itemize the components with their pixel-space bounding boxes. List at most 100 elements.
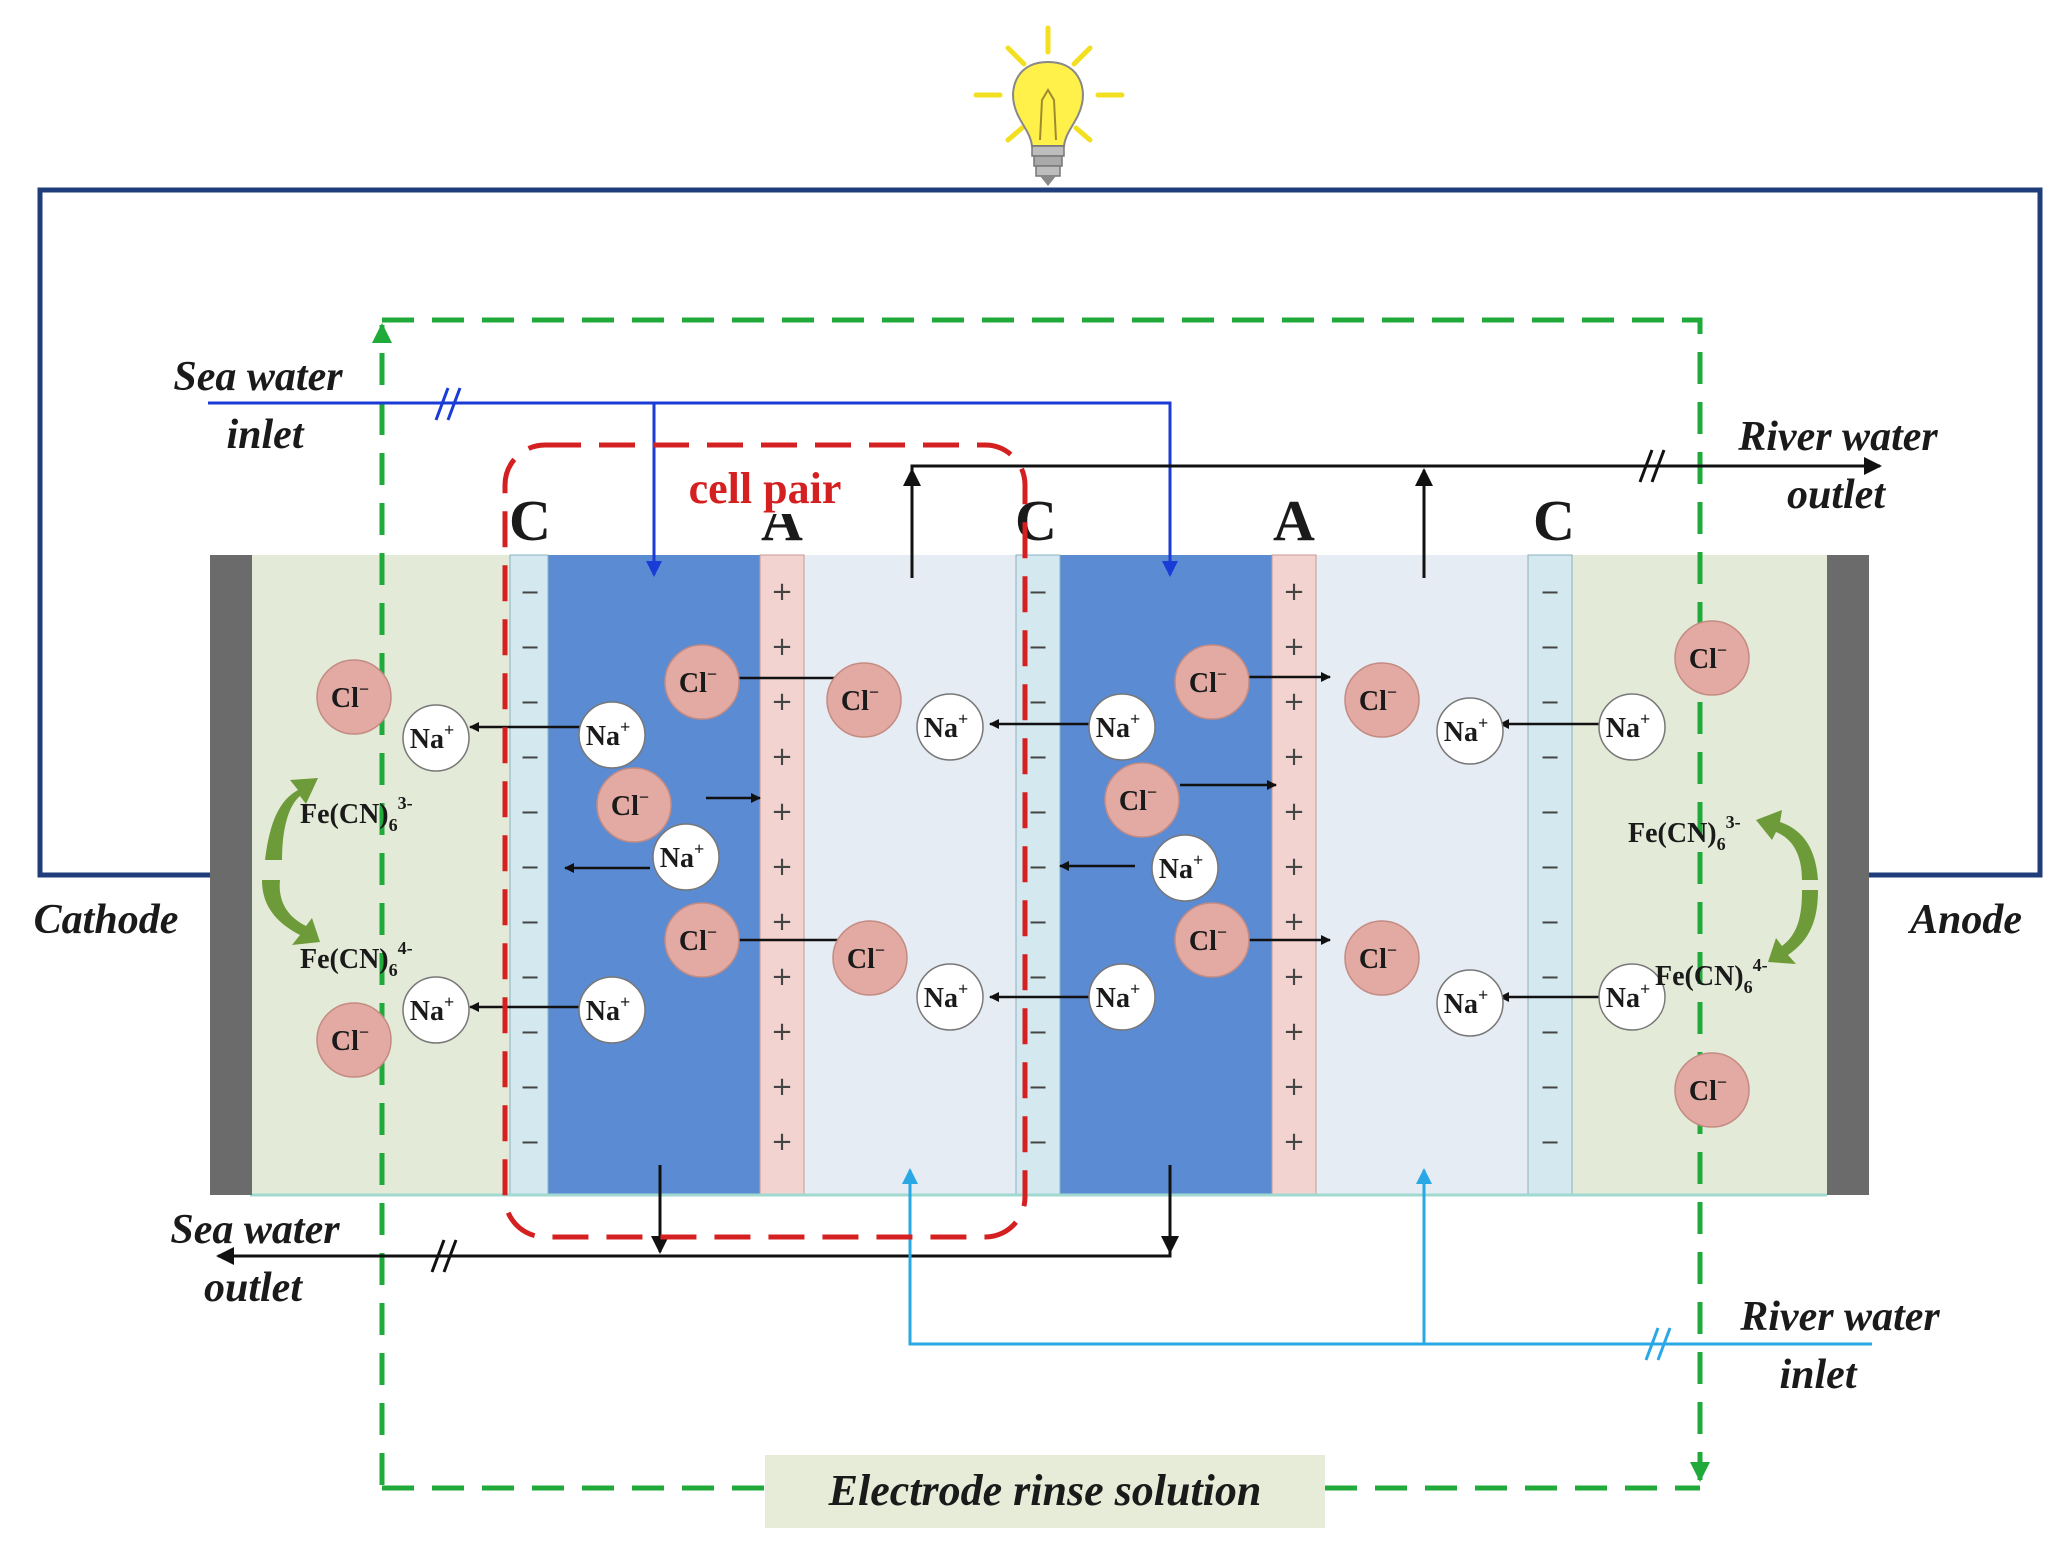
membrane-label-a2: A xyxy=(1273,488,1315,553)
fecn-sub: 6 xyxy=(1717,834,1726,854)
river-water-inlet-label-line1: River water xyxy=(1739,1294,1940,1340)
sodium-ion: Na+ xyxy=(1436,697,1504,765)
sodium-ion: Na+ xyxy=(402,976,470,1044)
svg-text:Na+: Na+ xyxy=(1606,709,1651,744)
membrane-charge-sign: + xyxy=(1283,1127,1305,1157)
svg-text:Na+: Na+ xyxy=(660,839,705,874)
membrane-charge-sign: − xyxy=(1028,743,1048,771)
chloride-ion: Cl− xyxy=(664,644,740,720)
svg-text:Cl−: Cl− xyxy=(679,664,717,699)
membrane-charge-sign: + xyxy=(771,632,793,662)
svg-text:Na+: Na+ xyxy=(410,720,455,755)
river-water-inlet-label-line2: inlet xyxy=(1779,1352,1857,1398)
sodium-ion: Na+ xyxy=(1436,969,1504,1037)
cell-pair-label: cell pair xyxy=(689,464,842,513)
fecn-text: Fe(CN) xyxy=(300,799,389,830)
membrane-charge-sign: + xyxy=(1283,852,1305,882)
membrane-charge-sign: − xyxy=(1028,688,1048,716)
svg-text:Cl−: Cl− xyxy=(841,682,879,717)
cation-membrane-1 xyxy=(509,554,549,1196)
membrane-charge-sign: − xyxy=(520,633,540,661)
membrane-charge-sign: − xyxy=(1028,798,1048,826)
membrane-charge-sign: + xyxy=(771,852,793,882)
cathode-electrode xyxy=(210,555,252,1195)
membrane-charge-sign: + xyxy=(1283,1072,1305,1102)
membrane-charge-sign: + xyxy=(771,907,793,937)
membrane-charge-sign: − xyxy=(1028,633,1048,661)
sodium-ion: Na+ xyxy=(578,701,646,769)
membrane-charge-sign: + xyxy=(1283,1017,1305,1047)
svg-text:Na+: Na+ xyxy=(1096,709,1141,744)
membrane-charge-sign: − xyxy=(520,1073,540,1101)
svg-text:Na+: Na+ xyxy=(1606,979,1651,1014)
sodium-ion: Na+ xyxy=(1088,963,1156,1031)
membrane-charge-sign: + xyxy=(1283,962,1305,992)
fecn-text: Fe(CN) xyxy=(1655,961,1744,992)
membrane-charge-sign: − xyxy=(1540,853,1560,881)
chloride-ion: Cl− xyxy=(1104,762,1180,838)
svg-text:Na+: Na+ xyxy=(924,709,969,744)
ion-transport-arrows xyxy=(469,672,1608,1012)
membrane-charge-sign: + xyxy=(771,687,793,717)
sodium-ion: Na+ xyxy=(1151,834,1219,902)
sodium-ion: Na+ xyxy=(1598,693,1666,761)
electrode-rinse-label: Electrode rinse solution xyxy=(828,1466,1262,1515)
river-compartment-1 xyxy=(1316,555,1528,1195)
svg-text:Cl−: Cl− xyxy=(611,787,649,822)
svg-text:Cl−: Cl− xyxy=(331,1022,369,1057)
chloride-ion: Cl− xyxy=(1674,620,1750,696)
sodium-ion: Na+ xyxy=(652,823,720,891)
ferrocyanide-label-cathode: Fe(CN)64- xyxy=(300,938,413,980)
cathode-label: Cathode xyxy=(34,897,179,943)
membrane-charge-sign: − xyxy=(1540,1128,1560,1156)
membrane-charge-sign: − xyxy=(520,853,540,881)
membrane-charge-sign: − xyxy=(1028,578,1048,606)
chloride-ion: Cl− xyxy=(1174,644,1250,720)
membrane-charge-sign: + xyxy=(1283,907,1305,937)
sea-water-inlet-line xyxy=(208,387,1178,577)
membrane-charge-sign: − xyxy=(1540,1073,1560,1101)
svg-text:Na+: Na+ xyxy=(586,992,631,1027)
membrane-charge-sign: − xyxy=(520,963,540,991)
anode-label: Anode xyxy=(1907,897,2022,943)
membrane-charge-sign: − xyxy=(1028,853,1048,881)
membrane-charge-sign: − xyxy=(1540,798,1560,826)
membrane-charge-sign: + xyxy=(771,742,793,772)
membrane-charge-sign: − xyxy=(1028,1018,1048,1046)
fecn-sup: 4- xyxy=(398,938,413,958)
membrane-charge-sign: + xyxy=(771,1072,793,1102)
membrane-charge-sign: − xyxy=(520,578,540,606)
membrane-charge-sign: + xyxy=(1283,632,1305,662)
svg-text:Cl−: Cl− xyxy=(1189,664,1227,699)
svg-text:Cl−: Cl− xyxy=(847,940,885,975)
fecn-sub: 6 xyxy=(389,960,398,980)
svg-text:Cl−: Cl− xyxy=(1359,940,1397,975)
dilute-compartment-0 xyxy=(548,555,760,1195)
chloride-ion: Cl− xyxy=(1174,902,1250,978)
membrane-charge-sign: − xyxy=(520,798,540,826)
membrane-charge-sign: − xyxy=(520,908,540,936)
svg-text:Na+: Na+ xyxy=(586,717,631,752)
cathode-redox-arrow xyxy=(262,778,320,945)
river-water-inlet-line xyxy=(902,1168,1872,1361)
svg-text:Cl−: Cl− xyxy=(1119,782,1157,817)
membrane-charge-sign: + xyxy=(771,577,793,607)
membrane-charge-sign: + xyxy=(771,962,793,992)
membrane-charge-sign: + xyxy=(1283,797,1305,827)
chloride-ion: Cl− xyxy=(664,902,740,978)
membrane-charge-sign: − xyxy=(1028,1073,1048,1101)
ferrocyanide-label-anode: Fe(CN)64- xyxy=(1655,955,1768,997)
membrane-charge-sign: − xyxy=(1028,1128,1048,1156)
membrane-charge-sign: − xyxy=(1540,963,1560,991)
membrane-charge-sign: + xyxy=(771,1127,793,1157)
river-water-outlet-label-line1: River water xyxy=(1737,414,1938,460)
chloride-ion: Cl− xyxy=(1344,920,1420,996)
membrane-charges: −−−−−−−−−−−+++++++++++−−−−−−−−−−−+++++++… xyxy=(520,577,1560,1157)
chloride-ion: Cl− xyxy=(596,767,672,843)
svg-text:Cl−: Cl− xyxy=(1689,1072,1727,1107)
sodium-ion: Na+ xyxy=(1088,693,1156,761)
sodium-ion: Na+ xyxy=(578,976,646,1044)
sodium-ion: Na+ xyxy=(402,704,470,772)
cell-pair-outline xyxy=(502,442,1028,1240)
